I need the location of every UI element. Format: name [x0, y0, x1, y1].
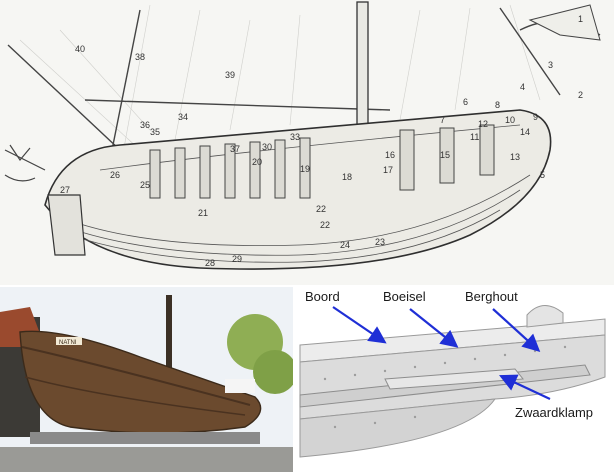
part-number: 6: [463, 97, 468, 107]
part-number: 4: [520, 82, 525, 92]
part-number: 24: [340, 240, 350, 250]
part-number: 17: [383, 165, 393, 175]
part-number: 19: [300, 164, 310, 174]
arrow-boord: [332, 306, 387, 344]
part-number: 39: [225, 70, 235, 80]
arrow-zwaardklamp: [499, 374, 551, 400]
part-number: 23: [375, 237, 385, 247]
rail-bump: [526, 305, 564, 328]
anchor: [4, 144, 46, 182]
rigging-lines: [19, 4, 541, 171]
part-number: 12: [478, 119, 488, 129]
hull-nameplate-text: NATNI: [59, 340, 77, 346]
hull-nameplate: [56, 337, 82, 345]
boat-drawing-svg: 40 1 2 3 4 5 6 7 8 9 10 11 12 13 14 15 1…: [4, 1, 601, 270]
part-number: 36: [140, 120, 150, 130]
boat-photo-svg: NATNI: [0, 287, 293, 472]
part-number: 9: [533, 112, 538, 122]
part-number: 5: [540, 170, 545, 180]
leeboard: [47, 194, 86, 256]
part-number: 34: [178, 112, 188, 122]
hull-parts-svg: [299, 305, 606, 458]
hull: [19, 330, 262, 434]
part-numbers: 40 1 2 3 4 5 6 7 8 9 10 11 12 13 14 15 1…: [60, 14, 583, 268]
part-number: 30: [262, 142, 272, 152]
part-number: 20: [252, 157, 262, 167]
part-number: 29: [232, 254, 242, 264]
part-number: 14: [520, 127, 530, 137]
part-number: 26: [110, 170, 120, 180]
mast: [166, 295, 172, 375]
zwaardklamp-part: [384, 368, 524, 390]
part-number: 16: [385, 150, 395, 160]
ground: [0, 447, 293, 472]
part-number: 22: [316, 204, 326, 214]
part-number: 8: [495, 100, 500, 110]
hull-outline: [44, 109, 552, 270]
part-number: 37: [230, 144, 240, 154]
part-number: 7: [440, 115, 445, 125]
boat-line-drawing: 40 1 2 3 4 5 6 7 8 9 10 11 12 13 14 15 1…: [0, 0, 614, 285]
part-number: 22: [320, 220, 330, 230]
part-number: 2: [578, 90, 583, 100]
label-boeisel: Boeisel: [383, 289, 426, 304]
lower-hull: [299, 398, 497, 458]
boat-photo: NATNI: [0, 287, 293, 472]
part-number: 27: [60, 185, 70, 195]
part-number: 11: [470, 132, 479, 142]
arrow-berghout: [492, 308, 541, 352]
part-number: 3: [548, 60, 553, 70]
part-number: 10: [505, 115, 515, 125]
label-boord: Boord: [305, 289, 340, 304]
part-number: 15: [440, 150, 450, 160]
tree: [253, 350, 293, 394]
pennant: [528, 4, 601, 41]
part-number: 1: [578, 14, 583, 24]
arrow-boeisel: [409, 308, 459, 348]
part-number: 13: [510, 152, 520, 162]
hull-frames: [149, 124, 495, 199]
trailer: [30, 432, 260, 444]
label-zwaardklamp: Zwaardklamp: [515, 405, 594, 420]
part-number: 25: [140, 180, 150, 190]
part-number: 33: [290, 132, 300, 142]
part-number: 18: [342, 172, 352, 182]
label-berghout: Berghout: [465, 289, 518, 304]
part-number: 28: [205, 258, 215, 268]
part-number: 40: [75, 44, 85, 54]
part-number: 21: [198, 208, 208, 218]
cabin: [225, 379, 255, 393]
part-number: 35: [150, 127, 160, 137]
part-number: 38: [135, 52, 145, 62]
callout-arrows: [332, 306, 551, 400]
hull-parts-callout: Boord Boeisel Berghout Zwaardklamp: [295, 287, 614, 472]
